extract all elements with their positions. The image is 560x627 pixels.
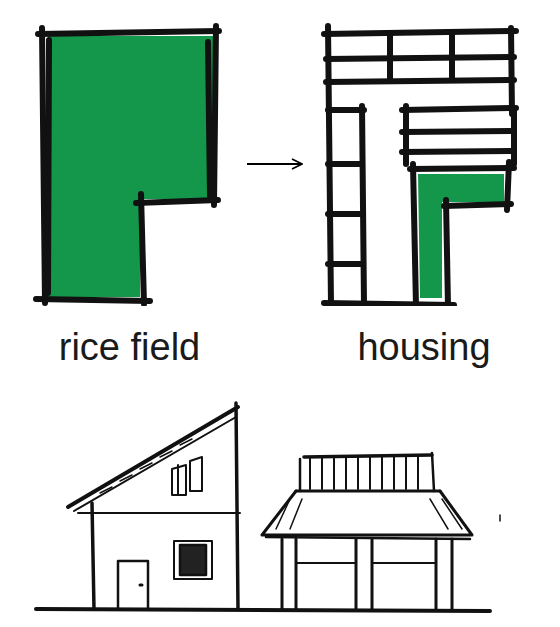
plan-sketch: rice field [18, 14, 241, 370]
plan-outline [18, 14, 233, 306]
plan-sketch: housing [306, 14, 542, 370]
plan-label: rice field [18, 326, 241, 370]
plan-label: housing [306, 326, 542, 370]
house-sketch [0, 395, 560, 627]
plan-outline [306, 14, 534, 306]
transform-arrow [247, 163, 302, 165]
